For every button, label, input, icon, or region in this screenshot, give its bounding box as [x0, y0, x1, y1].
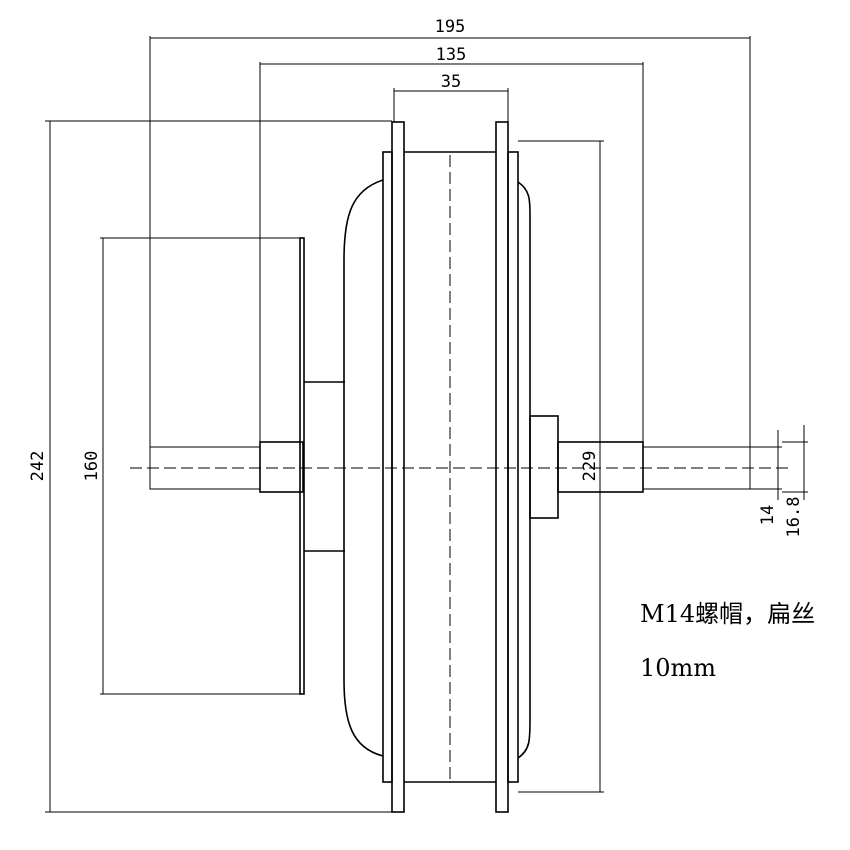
- dim-outer-diameter: 242: [28, 120, 392, 813]
- note-line-2: 10mm: [640, 654, 716, 682]
- dim-242-label: 242: [28, 451, 48, 482]
- dim-229-label: 229: [580, 451, 600, 482]
- left-cover: [343, 179, 384, 757]
- dim-14-label: 14: [758, 505, 778, 525]
- dim-overall-width: 195: [149, 17, 751, 447]
- left-flange: [299, 237, 345, 695]
- right-cover: [517, 181, 531, 759]
- dim-flange-span: 135: [259, 45, 644, 442]
- dim-16-8-label: 16.8: [784, 497, 804, 538]
- dim-axle-flat: 14: [750, 430, 782, 525]
- dim-axle-diameter: 16.8: [782, 425, 808, 537]
- note-line-1: M14螺帽，扁丝: [640, 600, 815, 628]
- axle-left-sleeve: [259, 441, 304, 493]
- right-rim: [495, 121, 519, 813]
- dim-35-label: 35: [441, 72, 461, 92]
- dim-rim-diameter: 229: [518, 140, 604, 793]
- dim-195-label: 195: [435, 17, 466, 37]
- dim-flange-diameter: 160: [82, 237, 300, 695]
- dim-rim-width: 35: [393, 72, 509, 122]
- dim-135-label: 135: [436, 45, 467, 65]
- left-flange-plate: [299, 237, 305, 695]
- right-bearing-hatch: [529, 415, 559, 519]
- dim-160-label: 160: [82, 451, 102, 482]
- left-rim: [382, 121, 496, 813]
